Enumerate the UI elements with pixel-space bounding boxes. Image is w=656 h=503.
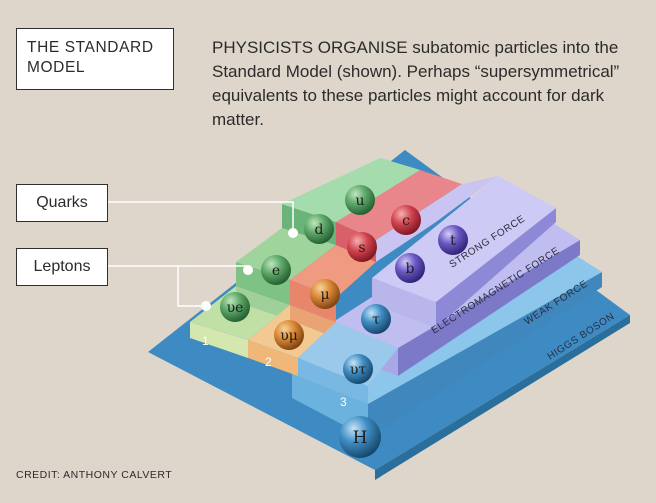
title-line-2: MODEL: [27, 59, 86, 76]
particle-t-symbol: t: [450, 233, 456, 249]
particle-c: c: [391, 205, 421, 235]
title-line-1: THE STANDARD: [27, 39, 154, 56]
particle-higgs-symbol: H: [353, 428, 368, 448]
gen2-step-front-mid: [290, 305, 336, 338]
particle-u: u: [345, 185, 375, 215]
particle-mu-symbol: μ: [320, 287, 329, 303]
leptons-leader-dot-e: [243, 265, 253, 275]
strong-slab-side: [436, 208, 556, 328]
weak-slab-side: [368, 272, 602, 438]
particle-e-symbol: e: [272, 263, 280, 279]
particle-b: b: [395, 253, 425, 283]
title-box: THE STANDARD MODEL: [16, 28, 174, 90]
particle-nu-e-symbol: υe: [227, 300, 244, 316]
particle-t: t: [438, 225, 468, 255]
quarks-leader-dot: [288, 228, 298, 238]
particle-nu-mu: υμ: [274, 320, 304, 350]
credit-line: CREDIT: ANTHONY CALVERT: [16, 469, 173, 481]
particle-nu-mu-symbol: υμ: [280, 328, 298, 344]
particle-u-symbol: u: [355, 193, 364, 209]
generation-number-2: 2: [265, 355, 272, 369]
leptons-leader-line-nue: [177, 266, 206, 307]
leptons-label-text: Leptons: [33, 258, 91, 275]
particle-c-symbol: c: [402, 213, 410, 229]
particle-b-symbol: b: [406, 261, 415, 277]
generation-number-3: 3: [340, 395, 347, 409]
quarks-leader-line: [108, 201, 294, 232]
caption-lead: PHYSICISTS ORGANISE: [212, 38, 408, 57]
higgs-slab-side: [375, 315, 630, 480]
particle-d: d: [304, 214, 334, 244]
generation-3-column: [298, 176, 498, 404]
particle-tau: τ: [361, 304, 391, 334]
caption-text: subatomic particles into the Standard Mo…: [212, 38, 620, 129]
strong-slab-front: [372, 278, 436, 328]
particle-s: s: [347, 232, 377, 262]
particle-tau-symbol: τ: [372, 312, 380, 328]
gen2-step-top: [336, 170, 462, 240]
particle-mu: μ: [310, 279, 340, 309]
gen2-step-front: [248, 340, 298, 376]
gen3-step-top-lower: [298, 322, 398, 386]
gen3-step-front: [298, 358, 368, 404]
gen3-step-top: [376, 176, 498, 262]
generation-number-1: 1: [202, 334, 209, 348]
particle-e: e: [261, 255, 291, 285]
particle-nu-tau: υτ: [343, 354, 373, 384]
particle-nu-tau-symbol: υτ: [350, 362, 367, 378]
gen1-step-front-mid: [236, 286, 290, 320]
gen1-step-front: [190, 322, 248, 358]
particle-s-symbol: s: [358, 240, 365, 256]
caption: PHYSICISTS ORGANISE subatomic particles …: [212, 36, 632, 132]
particle-d-symbol: d: [315, 222, 324, 238]
leptons-label: Leptons: [16, 248, 108, 286]
em-slab-side: [398, 240, 580, 376]
leptons-leader-dot-nue: [201, 301, 211, 311]
quarks-label: Quarks: [16, 184, 108, 222]
particle-nu-e: υe: [220, 292, 250, 322]
quarks-label-text: Quarks: [36, 194, 88, 211]
particle-higgs: H: [339, 416, 381, 458]
